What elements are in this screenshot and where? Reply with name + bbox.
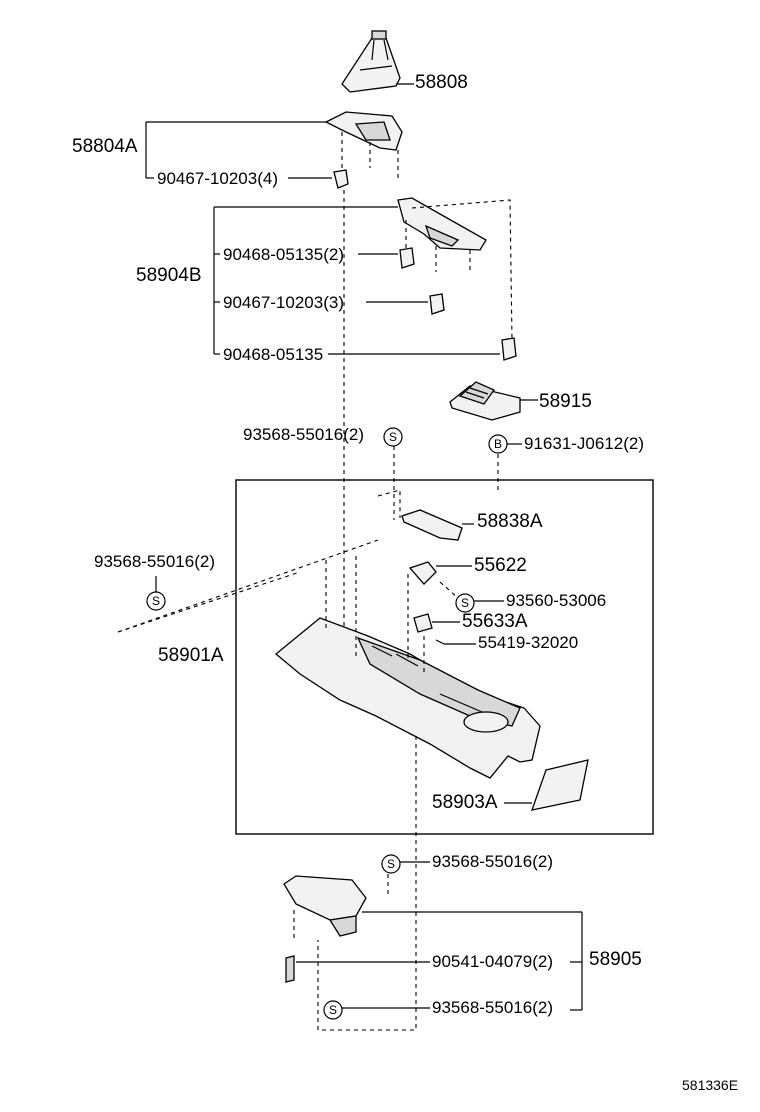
label-90468-05135-2: 90468-05135(2) bbox=[223, 245, 344, 264]
label-91631-J0612-2: 91631-J0612(2) bbox=[524, 434, 644, 453]
label-58804A: 58804A bbox=[72, 136, 138, 157]
label-58808: 58808 bbox=[415, 72, 468, 93]
label-58915: 58915 bbox=[539, 391, 592, 412]
screw-symbol: S bbox=[455, 593, 475, 613]
svg-text:B: B bbox=[494, 437, 502, 451]
bolt-symbol: B bbox=[488, 434, 508, 454]
label-55622: 55622 bbox=[474, 555, 527, 576]
label-90467-10203-4: 90467-10203(4) bbox=[157, 169, 278, 188]
switch-part bbox=[408, 561, 437, 585]
screw-symbol: S bbox=[383, 427, 403, 447]
label-58903A: 58903A bbox=[432, 792, 498, 813]
label-90541-04079-2: 90541-04079(2) bbox=[432, 952, 553, 971]
label-55419-32020: 55419-32020 bbox=[478, 633, 578, 652]
console-assembly-frame bbox=[235, 479, 654, 835]
clip-part bbox=[413, 613, 433, 633]
label-90467-10203-3: 90467-10203(3) bbox=[223, 293, 344, 312]
label-90468-05135: 90468-05135 bbox=[223, 345, 323, 364]
svg-text:S: S bbox=[329, 1003, 337, 1017]
svg-text:S: S bbox=[152, 594, 160, 608]
label-93568-55016-2-c: 93568-55016(2) bbox=[432, 852, 553, 871]
clip-part bbox=[429, 293, 445, 315]
pin-part bbox=[435, 639, 445, 645]
label-58905: 58905 bbox=[589, 949, 642, 970]
svg-text:S: S bbox=[461, 596, 469, 610]
side-panel-part bbox=[397, 197, 487, 251]
svg-text:S: S bbox=[389, 430, 397, 444]
clip-part bbox=[399, 247, 415, 269]
console-body-part bbox=[274, 617, 541, 779]
clip-part bbox=[501, 337, 517, 361]
tray-part bbox=[449, 381, 521, 421]
screw-symbol: S bbox=[381, 854, 401, 874]
screw-symbol: S bbox=[323, 1000, 343, 1020]
label-93568-55016-2-d: 93568-55016(2) bbox=[432, 998, 553, 1017]
lid-part bbox=[401, 509, 463, 541]
svg-text:S: S bbox=[387, 857, 395, 871]
label-58901A: 58901A bbox=[158, 645, 224, 666]
clip-part bbox=[333, 169, 349, 189]
label-93568-55016-2-a: 93568-55016(2) bbox=[243, 425, 364, 444]
screw-symbol: S bbox=[146, 591, 166, 611]
label-93560-53006: 93560-53006 bbox=[506, 591, 606, 610]
shift-boot-part bbox=[341, 30, 401, 93]
label-93568-55016-2-b: 93568-55016(2) bbox=[94, 552, 215, 571]
upper-panel-part bbox=[324, 111, 403, 151]
label-58838A: 58838A bbox=[477, 511, 543, 532]
diagram-code: 581336E bbox=[682, 1077, 738, 1093]
mat-part bbox=[531, 759, 589, 811]
bolt-part bbox=[285, 955, 295, 983]
label-58904B: 58904B bbox=[136, 265, 202, 286]
label-55633A: 55633A bbox=[462, 611, 528, 632]
armrest-part bbox=[283, 875, 367, 937]
